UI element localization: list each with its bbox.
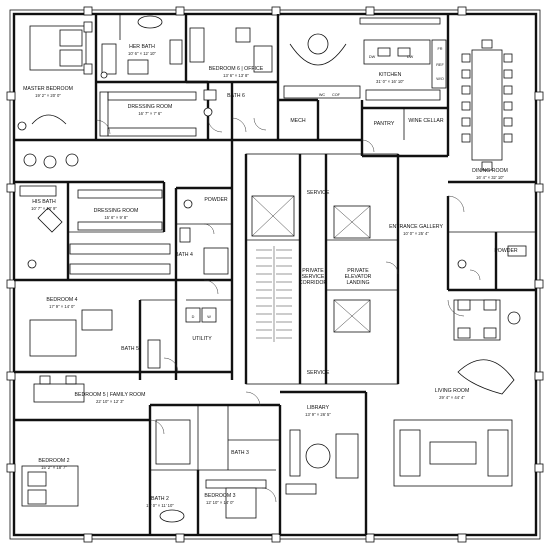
room-name-service-2: SERVICE	[307, 370, 330, 376]
room-name-bedroom-2: BEDROOM 2	[38, 458, 69, 464]
door-swings	[95, 117, 481, 503]
room-dim-bedroom-6: 13' 6" × 13' 8"	[223, 73, 249, 78]
room-labels: MASTER BEDROOM 19' 2" × 20' 0" HER BATH …	[23, 44, 518, 508]
appliance-labels: DW DW FR REF W/O WC COF D W	[192, 47, 445, 319]
room-name-dressing-room-1: DRESSING ROOM	[128, 104, 173, 110]
appliance-fr: FR	[437, 47, 442, 51]
room-name-powder-2: POWDER	[494, 248, 518, 254]
appliance-dryer: D	[192, 315, 195, 319]
room-name-mech: MECH	[290, 118, 306, 124]
room-dim-dressing-room-1: 16' 7" × 7' 6"	[138, 111, 162, 116]
appliance-cof: COF	[332, 93, 341, 97]
room-name-bath-4: BATH 4	[175, 252, 193, 258]
room-name-bedroom-4: BEDROOM 4	[46, 297, 77, 303]
room-dim-library: 13' 9" × 26' 5"	[305, 412, 331, 417]
room-name-private-elevator-landing-line3: LANDING	[346, 280, 369, 286]
room-name-wine-cellar: WINE CELLAR	[408, 118, 443, 124]
room-dim-his-bath: 10' 7" × 10' 9"	[31, 206, 57, 211]
room-dim-kitchen: 31' 0" × 16' 10"	[376, 79, 404, 84]
room-name-private-service-corridor-line1: PRIVATE	[302, 268, 324, 274]
room-dim-bedroom-4: 17' 9" × 14' 0"	[49, 304, 75, 309]
room-name-utility: UTILITY	[192, 336, 212, 342]
room-dim-entrance-gallery: 10' 0" × 25' 4"	[403, 231, 429, 236]
room-name-private-elevator-landing-line1: PRIVATE	[347, 268, 369, 274]
room-name-private-service-corridor-line2: SERVICE	[302, 274, 325, 280]
room-name-bath-3: BATH 3	[231, 450, 249, 456]
perimeter-columns	[6, 6, 544, 543]
room-name-service-1: SERVICE	[307, 190, 330, 196]
room-name-library: LIBRARY	[307, 405, 330, 411]
room-dim-dressing-room-2: 15' 6" × 9' 8"	[104, 215, 128, 220]
room-dim-living-room: 29' 4" × 44' 4"	[439, 395, 465, 400]
room-name-private-service-corridor-line3: CORRIDOR	[299, 280, 327, 286]
room-name-kitchen: KITCHEN	[379, 72, 402, 78]
room-name-bath-2: BATH 2	[151, 496, 169, 502]
room-dim-bedroom-5: 22' 10" × 12' 3"	[96, 399, 124, 404]
furniture	[17, 15, 527, 523]
appliance-dw-2: DW	[407, 55, 414, 59]
room-name-living-room: LIVING ROOM	[435, 388, 470, 394]
room-name-his-bath: HIS BATH	[32, 199, 56, 205]
room-dim-master-bedroom: 19' 2" × 20' 0"	[35, 93, 61, 98]
room-name-pantry: PANTRY	[374, 121, 395, 127]
room-name-master-bedroom: MASTER BEDROOM	[23, 86, 73, 92]
room-name-dressing-room-2: DRESSING ROOM	[94, 208, 139, 214]
room-name-bedroom-6: BEDROOM 6 | OFFICE	[209, 66, 264, 72]
room-name-her-bath: HER BATH	[129, 44, 155, 50]
room-dim-dining-room: 16' 4" × 32' 10"	[476, 175, 504, 180]
room-dim-bath-2: 17' 0" × 11' 10"	[146, 503, 174, 508]
room-name-bath-5: BATH 5	[121, 346, 139, 352]
appliance-wc: WC	[319, 93, 326, 97]
room-dim-bedroom-3: 12' 10" × 14' 0"	[206, 500, 234, 505]
room-name-dining-room: DINING ROOM	[472, 168, 508, 174]
appliance-ref: REF	[436, 63, 444, 67]
room-name-entrance-gallery: ENTRANCE GALLERY	[389, 224, 443, 230]
room-name-bedroom-3: BEDROOM 3	[204, 493, 235, 499]
room-name-bath-6: BATH 6	[227, 93, 245, 99]
appliance-washer: W	[207, 315, 211, 319]
room-dim-her-bath: 10' 6" × 12' 10"	[128, 51, 156, 56]
room-name-private-elevator-landing-line2: ELEVATOR	[345, 274, 372, 280]
room-dim-bedroom-2: 15' 2" × 18' 7"	[41, 465, 67, 470]
appliance-dw-1: DW	[369, 55, 376, 59]
interior-walls	[14, 14, 536, 535]
appliance-wo: W/O	[436, 77, 444, 81]
room-name-bedroom-5: BEDROOM 5 | FAMILY ROOM	[75, 392, 146, 398]
room-name-powder-1: POWDER	[204, 197, 228, 203]
